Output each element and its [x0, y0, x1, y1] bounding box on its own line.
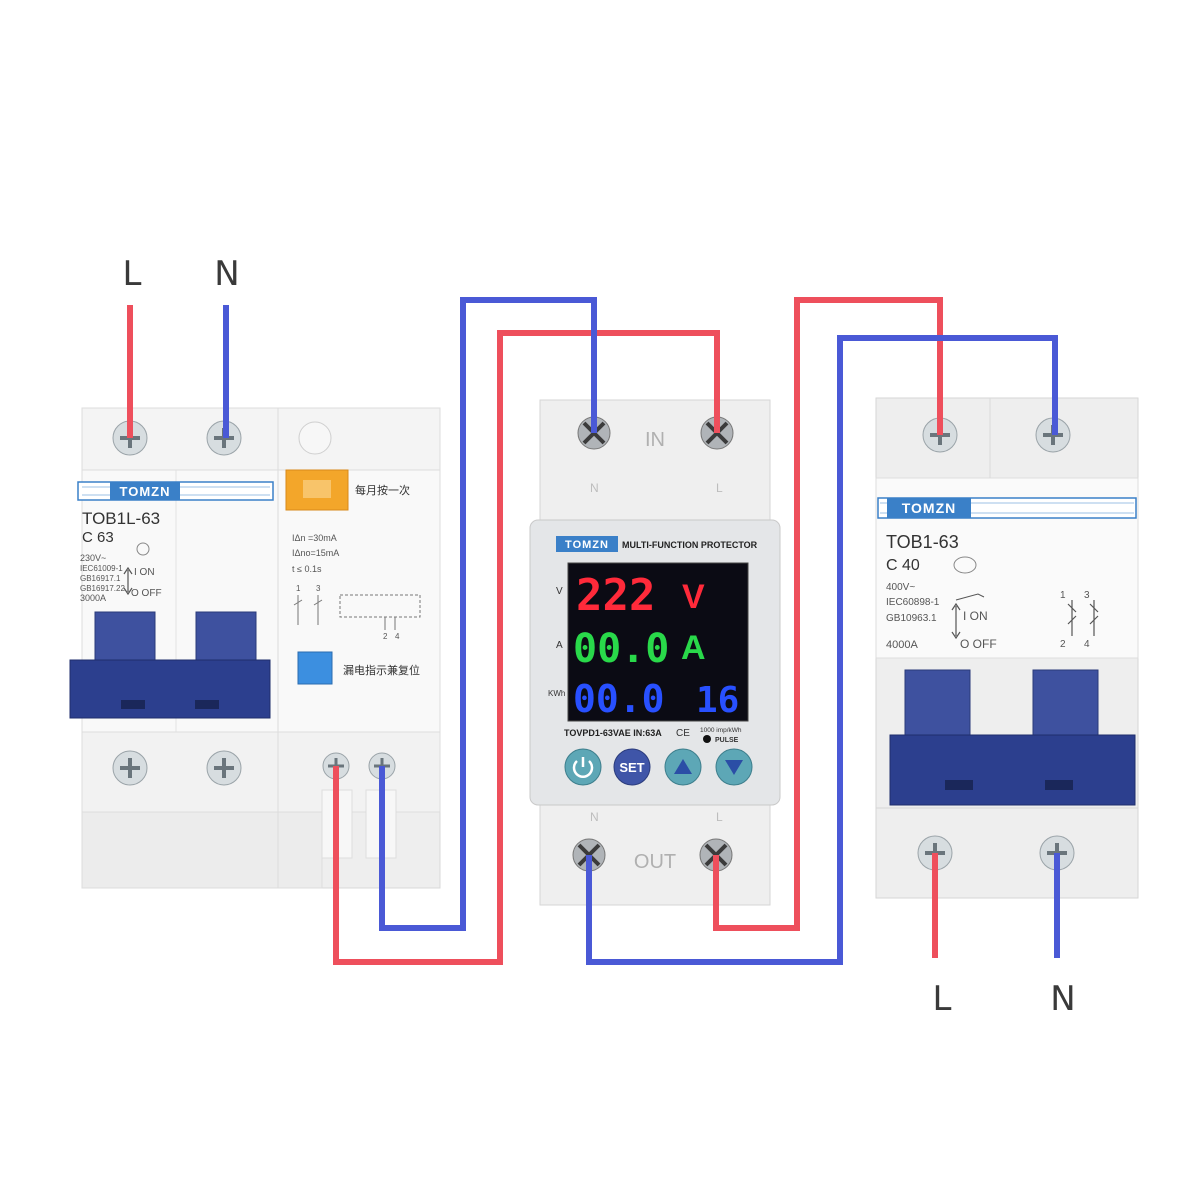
mcb-term-4: 4	[1084, 639, 1090, 650]
rcbo-spec-2: GB16917.1	[80, 574, 121, 583]
protector-in-label: IN	[645, 429, 665, 451]
voltage-unit: V	[682, 578, 705, 616]
rcbo-circuit-diagram	[293, 594, 421, 630]
pulse-led-icon	[703, 735, 711, 743]
live-wire-protector-to-mcb	[713, 297, 943, 931]
ce-mark: CE	[676, 728, 690, 739]
rcbo-spec-3: GB16917.22	[80, 584, 125, 593]
mcb-on-off-arrow-icon	[951, 602, 961, 640]
power-button[interactable]	[564, 748, 602, 786]
protector-out-label: OUT	[634, 851, 676, 873]
input-neutral-label: N	[214, 254, 239, 294]
rcbo-term-3: 3	[316, 584, 321, 593]
up-button[interactable]	[664, 748, 702, 786]
energy-suffix: 16	[696, 680, 739, 721]
down-icon	[725, 760, 743, 775]
protector-row-v: V	[556, 586, 563, 597]
mcb-ccc-mark-icon	[953, 556, 977, 574]
mcb-spec-1: IEC60898-1	[886, 597, 940, 608]
down-button[interactable]	[715, 748, 753, 786]
mcb-spec-0: 400V~	[886, 582, 915, 593]
rcbo-rating: C 63	[82, 529, 114, 546]
rcbo-bottom-screw-1[interactable]	[112, 750, 148, 786]
rcbo-term-2: 2	[383, 632, 388, 641]
rcbo-off-label: O OFF	[131, 588, 162, 599]
rcbo-test-slot-icon	[298, 421, 332, 455]
mcb-breaker: TOMZN TOB1-63 C 40 400V~ IEC60898-1 GB10…	[875, 397, 1139, 899]
protector-out-l-label: L	[716, 810, 723, 824]
voltage-reading: 222	[576, 570, 655, 621]
mcb-circuit-symbol-icon	[1067, 600, 1099, 636]
up-icon	[674, 759, 692, 774]
mcb-term-1: 1	[1060, 590, 1066, 601]
lcd-display	[567, 562, 749, 722]
protector-brand: TOMZN	[565, 539, 609, 551]
protector-in-l-label: L	[716, 481, 723, 495]
set-label: SET	[619, 760, 644, 775]
mcb-handle[interactable]	[889, 669, 1136, 806]
rcbo-spec-1: IEC61009-1	[80, 564, 123, 573]
rcbo-leak-spec-1: IΔno=15mA	[292, 548, 339, 558]
rcbo-handle[interactable]	[69, 611, 271, 719]
mcb-brand: TOMZN	[902, 500, 957, 516]
mcb-term-3: 3	[1084, 590, 1090, 601]
neutral-wire-protector-to-mcb	[586, 335, 1058, 965]
rcbo-indicator-note: 漏电指示兼复位	[343, 663, 420, 677]
rcbo-leak-spec-0: IΔn =30mA	[292, 533, 337, 543]
input-live-label: L	[123, 254, 142, 294]
rcbo-spec-4: 3000A	[80, 593, 106, 603]
protector-out-n-label: N	[590, 810, 599, 824]
output-live-label: L	[933, 979, 952, 1019]
rcbo-term-4: 4	[395, 632, 400, 641]
ccc-mark-icon	[136, 542, 150, 556]
protector-model: TOVPD1-63VAE IN:63A	[564, 728, 662, 738]
output-neutral-label: N	[1050, 979, 1075, 1019]
protector-brand-bar	[556, 536, 618, 552]
energy-reading: 00.0	[573, 677, 665, 721]
rcbo-leak-spec-2: t ≤ 0.1s	[292, 564, 322, 574]
multi-function-protector: IN N L TOMZN MULTI-FUNCTION PROTECTOR V …	[529, 399, 781, 906]
current-unit: A	[681, 629, 706, 667]
rcbo-model: TOB1L-63	[82, 509, 160, 528]
mcb-term-2: 2	[1060, 639, 1066, 650]
live-wire-rcbo-to-protector	[333, 330, 720, 965]
mcb-model: TOB1-63	[886, 532, 959, 552]
set-button[interactable]: SET	[613, 748, 651, 786]
rcbo-bottom-screw-2[interactable]	[206, 750, 242, 786]
protector-row-kwh: KWh	[548, 689, 565, 698]
rcbo-term-1: 1	[296, 584, 301, 593]
rcbo-on-label: I ON	[134, 567, 155, 578]
protector-title: MULTI-FUNCTION PROTECTOR	[622, 540, 758, 550]
rcbo-test-note: 每月按一次	[355, 483, 410, 497]
rcbo-leak-indicator[interactable]	[297, 651, 333, 685]
rcbo-breaker: TOMZN TOB1L-63 C 63 230V~ IEC61009-1 GB1…	[69, 407, 441, 889]
mcb-off-label: O OFF	[960, 637, 997, 651]
protector-in-n-label: N	[590, 481, 599, 495]
mcb-spec-3: 4000A	[886, 639, 918, 651]
imp-rate: 1000 imp/kWh	[700, 727, 742, 734]
rcbo-brand: TOMZN	[120, 484, 171, 499]
protector-row-a: A	[556, 640, 563, 651]
mcb-spec-2: GB10963.1	[886, 613, 937, 624]
current-reading: 00.0	[573, 626, 669, 672]
neutral-wire-rcbo-to-protector	[379, 297, 597, 931]
rcbo-spec-0: 230V~	[80, 553, 106, 563]
mcb-on-label: I ON	[963, 609, 988, 623]
mcb-rating: C 40	[886, 557, 920, 574]
pulse-label: PULSE	[715, 737, 739, 744]
on-off-arrow-icon	[123, 566, 133, 596]
